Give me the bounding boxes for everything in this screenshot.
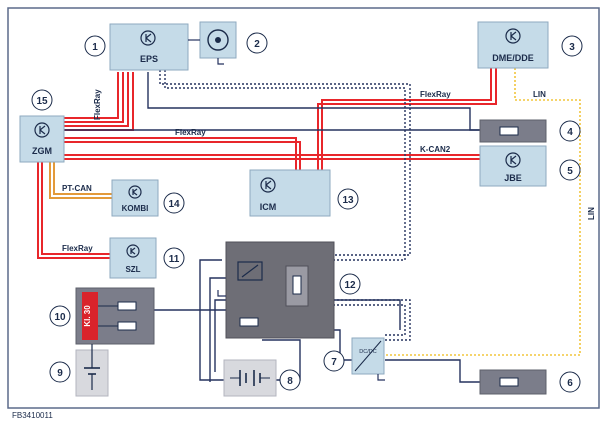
transistor-icon bbox=[260, 177, 276, 193]
battery-component bbox=[75, 344, 109, 397]
jbe-module: JBE bbox=[479, 145, 547, 187]
callout-7: 7 bbox=[323, 350, 345, 372]
kombi-label: KOMBI bbox=[122, 204, 149, 213]
fuse-box-6 bbox=[479, 369, 547, 395]
szl-module: SZL bbox=[109, 237, 157, 279]
callout-11: 11 bbox=[163, 247, 185, 269]
transistor-icon bbox=[505, 152, 521, 168]
callout-9: 9 bbox=[49, 361, 71, 383]
flexray-dotted bbox=[159, 70, 411, 341]
figure-id: FB3410011 bbox=[12, 411, 53, 420]
transistor-icon bbox=[505, 28, 521, 44]
flexray-dme-label: FlexRay bbox=[420, 90, 451, 99]
callout-10: 10 bbox=[49, 305, 71, 327]
callout-13: 13 bbox=[337, 188, 359, 210]
flexray-zgm-label: FlexRay bbox=[175, 128, 206, 137]
transistor-icon bbox=[126, 244, 140, 258]
eps-module: EPS bbox=[109, 23, 189, 71]
callout-12: 12 bbox=[339, 273, 361, 295]
bus-labels: FlexRay FlexRay FlexRay FlexRay K-CAN2 P… bbox=[62, 89, 596, 253]
callouts: 1 2 3 4 5 6 7 8 9 10 11 12 13 14 15 bbox=[31, 32, 583, 393]
dcdc-converter: DC/DC bbox=[351, 337, 385, 381]
zgm-label: ZGM bbox=[32, 146, 52, 156]
lin-bus bbox=[385, 68, 581, 356]
fuse-box-4 bbox=[479, 119, 547, 143]
flexray-bus bbox=[37, 68, 497, 259]
svg-text:8: 8 bbox=[287, 376, 293, 387]
dcdc-label: DC/DC bbox=[359, 349, 376, 355]
transistor-icon bbox=[34, 122, 50, 138]
callout-8: 8 bbox=[279, 369, 301, 391]
kl30-label: Kl. 30 bbox=[83, 305, 92, 327]
icm-module: ICM bbox=[249, 169, 331, 217]
ptcan-label: PT-CAN bbox=[62, 184, 92, 193]
callout-1: 1 bbox=[84, 35, 106, 57]
dme-label: DME/DDE bbox=[492, 53, 534, 63]
svg-text:7: 7 bbox=[331, 357, 337, 368]
dme-module: DME/DDE bbox=[477, 21, 549, 69]
svg-text:4: 4 bbox=[567, 127, 573, 138]
lin-top-label: LIN bbox=[533, 90, 546, 99]
kl30-fuse-block: Kl. 30 bbox=[75, 287, 155, 345]
lin-side-label: LIN bbox=[587, 207, 596, 220]
svg-text:3: 3 bbox=[569, 42, 575, 53]
jbe-label: JBE bbox=[504, 173, 522, 183]
svg-text:1: 1 bbox=[92, 42, 98, 53]
transistor-icon bbox=[128, 185, 142, 199]
ground-symbols bbox=[217, 290, 226, 297]
callout-5: 5 bbox=[559, 159, 581, 181]
svg-text:6: 6 bbox=[567, 378, 573, 389]
svg-text:5: 5 bbox=[567, 166, 573, 177]
callout-15: 15 bbox=[31, 89, 53, 111]
svg-text:2: 2 bbox=[254, 39, 260, 50]
callout-2: 2 bbox=[246, 32, 268, 54]
szl-label: SZL bbox=[125, 265, 140, 274]
zgm-module: ZGM bbox=[19, 115, 65, 163]
callout-6: 6 bbox=[559, 371, 581, 393]
kcan2-label: K-CAN2 bbox=[420, 145, 451, 154]
flexray-eps-label: FlexRay bbox=[93, 89, 102, 120]
power-distribution-module bbox=[225, 241, 335, 339]
icm-label: ICM bbox=[260, 202, 277, 212]
svg-text:11: 11 bbox=[169, 254, 180, 265]
motor-component bbox=[188, 21, 237, 65]
callout-14: 14 bbox=[163, 192, 185, 214]
svg-text:14: 14 bbox=[168, 199, 180, 210]
flexray-szl-label: FlexRay bbox=[62, 244, 93, 253]
ptcan-bus bbox=[49, 160, 112, 199]
battery-pack-8 bbox=[223, 359, 277, 397]
transistor-icon bbox=[140, 30, 156, 46]
eps-label: EPS bbox=[140, 54, 158, 64]
svg-text:10: 10 bbox=[54, 312, 66, 323]
svg-text:12: 12 bbox=[344, 280, 356, 291]
callout-3: 3 bbox=[561, 35, 583, 57]
kombi-module: KOMBI bbox=[111, 179, 159, 217]
svg-text:15: 15 bbox=[36, 96, 48, 107]
svg-text:9: 9 bbox=[57, 368, 63, 379]
svg-text:13: 13 bbox=[342, 195, 354, 206]
callout-4: 4 bbox=[559, 120, 581, 142]
